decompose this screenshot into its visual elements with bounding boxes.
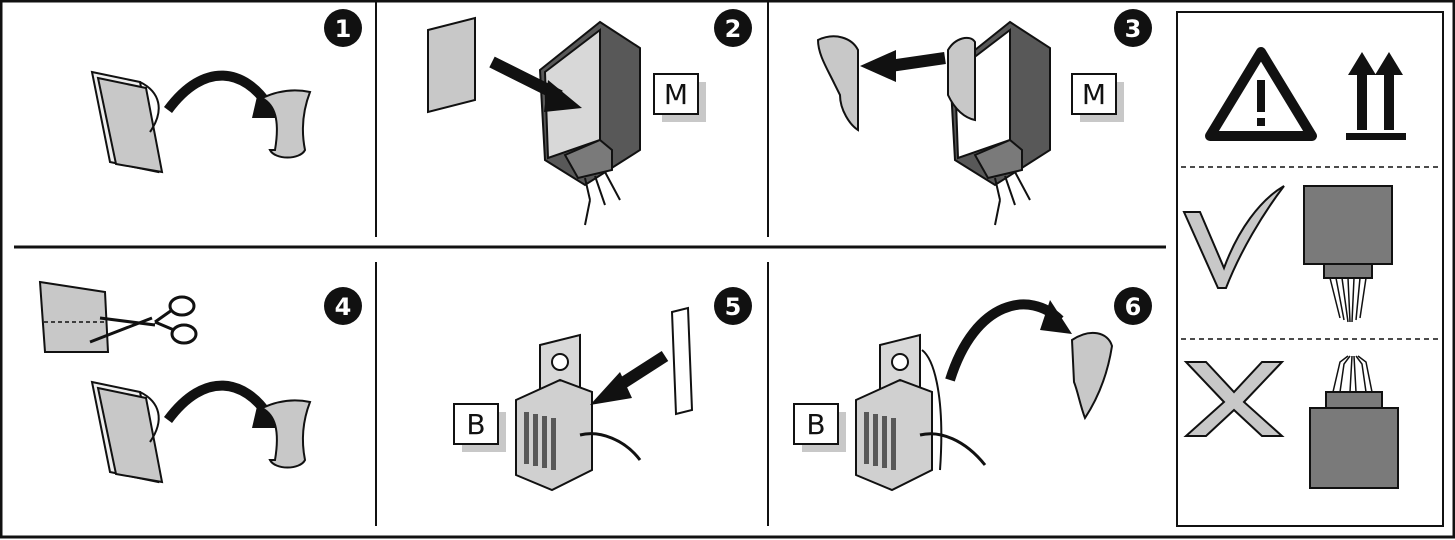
curved-arrow-icon (945, 299, 1064, 382)
x-cross-icon (1183, 361, 1285, 437)
label-tag-box (793, 403, 839, 445)
correct-cable-orientation-icon (1303, 185, 1393, 323)
step-number-badge (324, 9, 362, 47)
arrow-head-icon (590, 372, 632, 405)
incorrect-cable-orientation-icon (1309, 355, 1399, 489)
label-tag-box (453, 403, 499, 445)
module-housing-icon (947, 20, 1051, 226)
adhesive-pad-icon (90, 70, 164, 174)
step-number-badge (714, 9, 752, 47)
warning-triangle-icon (1205, 47, 1317, 141)
bracket-sensor-icon (855, 333, 987, 492)
bracket-sensor-icon (515, 333, 642, 492)
step-number: 1 (335, 15, 352, 43)
step-number: 5 (725, 293, 742, 321)
step-6-panel: 6 B (793, 287, 1152, 492)
step-number-badge (324, 287, 362, 325)
straight-arrow-icon (889, 52, 946, 72)
module-housing-icon (538, 20, 641, 226)
step-number: 6 (1125, 293, 1142, 321)
step-3-panel: 3 M (816, 9, 1152, 226)
step-number-badge (1114, 9, 1152, 47)
curved-arrow-icon (163, 70, 273, 114)
peeled-film-icon (259, 399, 312, 469)
check-mark-icon (1182, 185, 1285, 289)
step-5-panel: 5 B (453, 287, 752, 492)
step-number: 3 (1125, 15, 1142, 43)
label-tag-box (1071, 73, 1117, 115)
cut-pad-icon (38, 280, 110, 353)
legend-panel (1176, 11, 1444, 527)
step-number: 2 (725, 15, 742, 43)
label-tag: M (664, 78, 688, 111)
adhesive-pad-icon (427, 16, 476, 114)
step-2-panel: 2 M (427, 9, 752, 226)
label-tag: B (806, 408, 825, 441)
step-4-panel: 4 (38, 280, 362, 484)
step-number-badge (714, 287, 752, 325)
curved-arrow-icon (163, 380, 273, 424)
label-tag: B (466, 408, 485, 441)
adhesive-pad-icon (670, 306, 694, 416)
step-1-panel: 1 (90, 9, 362, 174)
label-tag: M (1082, 78, 1106, 111)
arrow-head-icon (1040, 300, 1072, 334)
peeled-film-icon (259, 89, 312, 159)
arrow-head-icon (544, 80, 582, 112)
label-tag-box (653, 73, 699, 115)
arrow-head-icon (860, 50, 896, 82)
peeled-film-icon (1070, 331, 1114, 421)
step-number-badge (1114, 287, 1152, 325)
peeled-film-icon (816, 35, 859, 132)
adhesive-pad-icon (90, 380, 164, 484)
step-number: 4 (335, 293, 352, 321)
this-way-up-arrows-icon (1346, 52, 1406, 140)
scissors-icon (89, 295, 198, 345)
